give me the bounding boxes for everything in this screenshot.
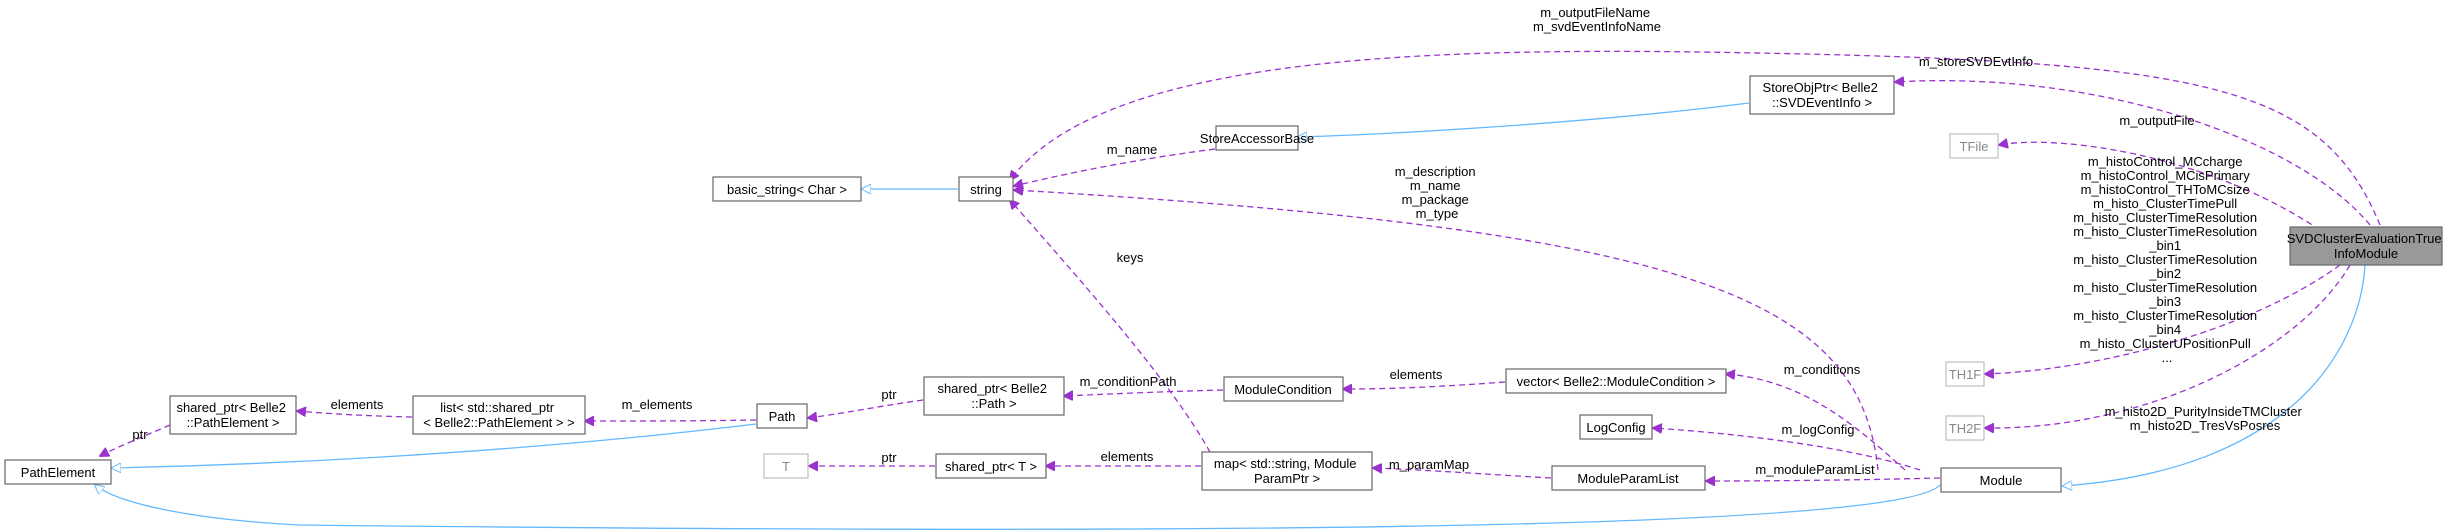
- edge-path-inherits-path-element: [112, 423, 757, 468]
- edge-svd-module-inherits-module: [2063, 264, 2366, 486]
- svg-text:TH1F: TH1F: [1949, 367, 1982, 382]
- edge-label-path-elements: m_elements: [622, 397, 693, 412]
- svg-text:T: T: [782, 459, 790, 474]
- node-th2f[interactable]: TH2F: [1945, 415, 1985, 441]
- edge-module-condition-path: [1064, 389, 1224, 396]
- node-module-param-list[interactable]: ModuleParamList: [1551, 465, 1706, 491]
- edge-label-condition-path: m_conditionPath: [1080, 374, 1177, 389]
- edge-svd-histo-2d: [1985, 264, 2351, 428]
- node-path[interactable]: Path: [756, 403, 808, 429]
- node-list-shared-ptr[interactable]: list< std::shared_ptr < Belle2::PathElem…: [412, 395, 586, 435]
- edge-store-obj-ptr-inherits-store-accessor-base: [1298, 102, 1750, 137]
- edge-vector-elements: [1343, 381, 1506, 389]
- node-store-obj-ptr[interactable]: StoreObjPtr< Belle2 ::SVDEventInfo >: [1749, 75, 1895, 115]
- node-string[interactable]: string: [958, 176, 1014, 202]
- edge-label-keys: keys: [1117, 250, 1144, 265]
- svg-text:ModuleParamList: ModuleParamList: [1577, 471, 1679, 486]
- node-shared-ptr-path-element[interactable]: shared_ptr< Belle2 ::PathElement >: [169, 395, 297, 435]
- edge-labels: m_outputFileName m_svdEventInfoName m_st…: [132, 5, 2306, 477]
- edge-label-m-name: m_name: [1107, 142, 1158, 157]
- node-module[interactable]: Module: [1940, 467, 2062, 493]
- svg-text:Path: Path: [769, 409, 796, 424]
- svg-text:vector< Belle2::ModuleConditio: vector< Belle2::ModuleCondition >: [1517, 374, 1716, 389]
- svg-text:shared_ptr< Belle2 ::P: shared_ptr< Belle2 ::Path >: [937, 381, 1050, 411]
- edge-label-ptr-path: ptr: [881, 387, 897, 402]
- edge-label-log-config: m_logConfig: [1782, 422, 1855, 437]
- node-t[interactable]: T: [763, 453, 809, 479]
- node-module-condition[interactable]: ModuleCondition: [1223, 376, 1344, 402]
- svg-text:map< std::string, Module: map< std::string, Module ParamPtr >: [1214, 456, 1360, 486]
- svg-text:StoreAccessorBase: StoreAccessorBase: [1200, 131, 1314, 146]
- edge-svd-output-file-name: [1010, 50, 2381, 226]
- svg-text:list< std::shared_ptr: list< std::shared_ptr < Belle2::PathElem…: [423, 400, 574, 430]
- svg-text:shared_ptr< Belle2 ::P: shared_ptr< Belle2 ::PathElement >: [176, 400, 289, 430]
- edge-label-histo-2d: m_histo2D_PurityInsideTMCluster m_histo2…: [2105, 404, 2306, 433]
- edge-label-ptr-t: ptr: [881, 450, 897, 465]
- edge-module-param-list: [1706, 478, 1941, 481]
- edge-label-ptr-pe: ptr: [132, 427, 148, 442]
- node-th1f[interactable]: TH1F: [1945, 361, 1985, 387]
- svg-text:LogConfig: LogConfig: [1586, 420, 1645, 435]
- edge-map-keys: [1010, 200, 1211, 453]
- edge-module-conditions: [1726, 374, 1906, 471]
- edge-label-store-svd-evt-info: m_storeSVDEvtInfo: [1919, 54, 2033, 69]
- nodes: SVDClusterEvaluationTrue InfoModule Stor…: [4, 75, 2446, 493]
- edge-label-conditions: m_conditions: [1784, 362, 1861, 377]
- edge-module-strings: [1014, 190, 1879, 471]
- edge-param-list-param-map: [1373, 468, 1552, 479]
- edge-module-inherits-path-element: [95, 485, 1941, 530]
- edge-shared-ptr-pe-ptr: [100, 424, 171, 456]
- node-shared-ptr-t[interactable]: shared_ptr< T >: [935, 453, 1047, 479]
- node-path-element[interactable]: PathElement: [4, 459, 112, 485]
- edge-label-module-param-list: m_moduleParamList: [1755, 462, 1875, 477]
- edge-label-param-map: m_paramMap: [1389, 457, 1469, 472]
- edge-label-output-file: m_outputFile: [2119, 113, 2194, 128]
- svg-text:TH2F: TH2F: [1949, 421, 1982, 436]
- svg-text:TFile: TFile: [1960, 139, 1989, 154]
- node-log-config[interactable]: LogConfig: [1579, 414, 1653, 440]
- node-tfile[interactable]: TFile: [1949, 133, 1999, 159]
- edge-label-output-file-name: m_outputFileName m_svdEventInfoName: [1533, 5, 1661, 34]
- node-basic-string[interactable]: basic_string< Char >: [712, 176, 862, 202]
- edge-svd-histo-1d: [1985, 264, 2341, 374]
- node-vector-module-condition[interactable]: vector< Belle2::ModuleCondition >: [1505, 368, 1727, 394]
- edge-svd-output-file: [1999, 142, 2321, 231]
- svg-text:basic_string< Char >: basic_string< Char >: [727, 182, 847, 197]
- svg-text:StoreObjPtr< Belle2 ::: StoreObjPtr< Belle2 ::SVDEventInfo >: [1763, 80, 1882, 110]
- node-map-param[interactable]: map< std::string, Module ParamPtr >: [1201, 451, 1373, 491]
- node-shared-ptr-path[interactable]: shared_ptr< Belle2 ::Path >: [923, 376, 1065, 416]
- edge-label-elements-map: elements: [1101, 449, 1154, 464]
- edge-path-m-elements: [585, 420, 757, 421]
- svg-text:string: string: [970, 182, 1002, 197]
- edges: [95, 50, 2381, 530]
- edge-list-elements: [297, 411, 413, 418]
- edge-store-accessor-m-name: [1014, 148, 1216, 186]
- edge-label-elements-list: elements: [331, 397, 384, 412]
- node-svd-cluster-evaluation-true-info-module[interactable]: SVDClusterEvaluationTrue InfoModule: [2287, 226, 2446, 266]
- svg-text:SVDClusterEvaluationTrue: SVDClusterEvaluationTrue InfoModule: [2287, 231, 2446, 261]
- edge-label-elements-vec: elements: [1390, 367, 1443, 382]
- svg-text:ModuleCondition: ModuleCondition: [1234, 382, 1332, 397]
- edge-shared-ptr-path-ptr: [808, 399, 924, 418]
- svg-text:Module: Module: [1980, 473, 2023, 488]
- svg-text:PathElement: PathElement: [21, 465, 96, 480]
- edge-module-log-config: [1653, 428, 1921, 471]
- edge-label-module-strings: m_description m_name m_package m_type: [1395, 164, 1480, 221]
- node-store-accessor-base[interactable]: StoreAccessorBase: [1200, 125, 1314, 151]
- svg-text:shared_ptr< T >: shared_ptr< T >: [945, 459, 1037, 474]
- edge-label-histo-1d: m_histoControl_MCcharge m_histoControl_M…: [2073, 154, 2260, 365]
